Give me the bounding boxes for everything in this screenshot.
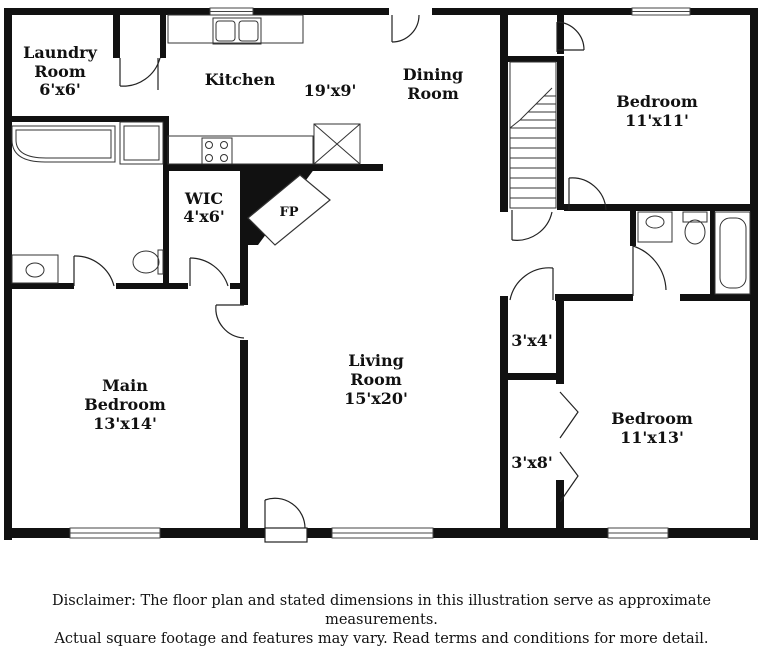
laundry-label-line2: Room xyxy=(34,62,86,81)
living-dims: 15'x20' xyxy=(344,389,408,408)
door-dining-top xyxy=(391,14,420,43)
door-laundry xyxy=(119,57,161,90)
stairs xyxy=(509,61,557,209)
bedroom-ne-label: Bedroom xyxy=(616,92,698,111)
living-label-line1: Living xyxy=(348,351,404,370)
door-ne-closet xyxy=(556,21,585,52)
door-hall-bath xyxy=(632,245,667,296)
door-front xyxy=(264,497,308,543)
disclaimer-line2: Actual square footage and features may v… xyxy=(54,631,709,647)
bedroom-ne-dims: 11'x11' xyxy=(625,111,689,130)
dining-label-line1: Dining xyxy=(403,65,463,84)
door-wic xyxy=(189,257,229,287)
main-bedroom-dims: 13'x14' xyxy=(93,414,157,433)
disclaimer-line1: Disclaimer: The floor plan and stated di… xyxy=(52,593,711,628)
kitchen-label: Kitchen xyxy=(205,70,276,89)
door-ne-bedroom xyxy=(568,177,607,211)
closet-large-dims: 3'x8' xyxy=(511,453,553,472)
wic-dims: 4'x6' xyxy=(183,207,225,226)
doors xyxy=(73,14,667,543)
door-main-bedroom xyxy=(215,304,245,339)
dining-label-line2: Room xyxy=(407,84,459,103)
disclaimer: Disclaimer: The floor plan and stated di… xyxy=(0,592,763,649)
fireplace: FP xyxy=(247,174,331,246)
windows xyxy=(69,7,691,539)
fireplace-label: FP xyxy=(279,205,298,220)
kitchen-fixtures xyxy=(167,14,361,165)
floor-plan: FP Laundry Room 6' xyxy=(4,7,758,543)
room-labels: Laundry Room 6'x6' Kitchen 19'x9' Dining… xyxy=(23,43,698,472)
bedroom-se-label: Bedroom xyxy=(611,409,693,428)
laundry-label-line1: Laundry xyxy=(23,43,98,62)
main-bedroom-label-line2: Bedroom xyxy=(84,395,166,414)
living-label-line2: Room xyxy=(350,370,402,389)
main-bedroom-label-line1: Main xyxy=(102,376,148,395)
door-stair xyxy=(511,210,553,241)
exterior-walls xyxy=(4,8,758,540)
wic-label: WIC xyxy=(184,189,223,208)
laundry-dims: 6'x6' xyxy=(39,80,81,99)
door-closet-small xyxy=(509,267,554,301)
closet-small-dims: 3'x4' xyxy=(511,331,553,350)
door-closet-large-bifold xyxy=(559,391,579,503)
bath-fixtures xyxy=(11,121,751,295)
kitchen-dims: 19'x9' xyxy=(304,81,357,100)
door-bath xyxy=(73,255,115,287)
bedroom-se-dims: 11'x13' xyxy=(620,428,684,447)
